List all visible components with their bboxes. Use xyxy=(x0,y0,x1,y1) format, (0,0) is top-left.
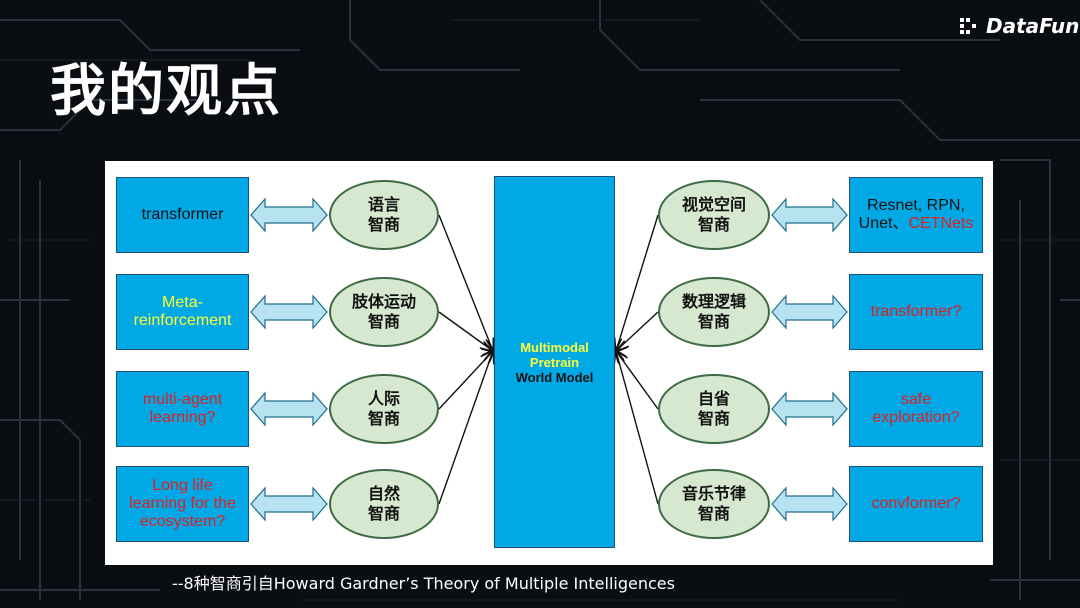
connector-arrow xyxy=(616,351,659,410)
double-arrow xyxy=(250,197,328,233)
page-title: 我的观点 xyxy=(50,59,282,124)
right-method-box: Resnet, RPN,Unet、CETNets xyxy=(849,177,983,253)
connector-arrow xyxy=(438,351,493,505)
connector-arrow xyxy=(616,311,659,351)
left-method-line: Meta- xyxy=(162,294,203,312)
left-method-box: transformer xyxy=(116,177,249,253)
left-method-text: learning for the xyxy=(129,495,236,512)
double-arrow xyxy=(771,486,848,522)
right-method-text: safe xyxy=(900,391,932,408)
right-method-text: transformer? xyxy=(870,303,962,320)
center-label-line: World Model xyxy=(516,370,594,385)
right-method-line: exploration? xyxy=(872,409,959,427)
left-method-text: learning? xyxy=(149,409,216,426)
double-arrow xyxy=(250,391,328,427)
center-label-line: Multimodal xyxy=(520,340,589,355)
connector-arrow xyxy=(438,351,493,410)
diagram-panel: transformer 语言 智商 Meta-reinforcement 肢体运动 智… xyxy=(105,161,993,565)
left-intelligence-oval: 语言 智商 xyxy=(329,180,439,250)
center-label-text: Multimodal xyxy=(520,339,589,355)
right-method-box: transformer? xyxy=(849,274,983,350)
left-method-text: reinforcement xyxy=(133,312,232,329)
connector-arrow xyxy=(438,311,493,351)
right-method-text: exploration? xyxy=(872,409,960,426)
connector-arrow xyxy=(616,351,659,505)
connector-arrow xyxy=(438,214,493,351)
right-method-text: Resnet, RPN, xyxy=(867,197,965,214)
right-intelligence-oval: 视觉空间 智商 xyxy=(658,180,770,250)
left-method-line: ecosystem? xyxy=(140,513,225,531)
center-label-text: World Model xyxy=(515,369,594,385)
right-method-text: Unet、 xyxy=(858,215,909,232)
right-method-line: Unet、CETNets xyxy=(859,215,974,233)
double-arrow xyxy=(250,486,328,522)
right-method-box: convformer? xyxy=(849,466,983,542)
footnote: --8种智商引自Howard Gardner’s Theory of Multi… xyxy=(172,574,675,593)
left-intelligence-oval: 自然 智商 xyxy=(329,469,439,539)
left-method-line: reinforcement xyxy=(134,312,232,330)
left-method-text: transformer xyxy=(141,206,224,223)
right-intelligence-oval: 自省 智商 xyxy=(658,374,770,444)
center-label-line: Pretrain xyxy=(530,355,579,370)
right-method-line: Resnet, RPN, xyxy=(867,197,965,215)
right-method-line: transformer? xyxy=(871,303,962,321)
diagram-connectors xyxy=(250,197,848,522)
left-method-text: multi-agent xyxy=(142,391,223,408)
right-method-line: convformer? xyxy=(872,495,961,513)
left-method-text: Meta- xyxy=(162,294,203,311)
right-method-text: convformer? xyxy=(871,495,961,512)
double-arrow xyxy=(771,391,848,427)
datafun-logo-mark-icon xyxy=(960,18,976,34)
left-intelligence-oval: 人际 智商 xyxy=(329,374,439,444)
left-method-box: Meta-reinforcement xyxy=(116,274,249,350)
left-method-line: transformer xyxy=(142,206,224,224)
right-intelligence-oval: 音乐节律 智商 xyxy=(658,469,770,539)
left-method-line: learning for the xyxy=(129,495,236,513)
left-method-line: multi-agent xyxy=(143,391,222,409)
center-label-text: Pretrain xyxy=(529,354,580,370)
left-intelligence-oval: 肢体运动 智商 xyxy=(329,277,439,347)
left-method-line: Long life xyxy=(152,477,213,495)
left-method-text: ecosystem? xyxy=(139,513,226,530)
right-intelligence-oval: 数理逻辑 智商 xyxy=(658,277,770,347)
right-method-line: safe xyxy=(901,391,931,409)
datafun-logo: DataFun. xyxy=(958,14,1080,38)
double-arrow xyxy=(771,294,848,330)
right-method-text: CETNets xyxy=(908,215,974,232)
left-method-text: Long life xyxy=(152,477,213,494)
left-method-line: learning? xyxy=(150,409,216,427)
double-arrow xyxy=(250,294,328,330)
double-arrow xyxy=(771,197,848,233)
connector-arrow xyxy=(616,214,659,351)
datafun-logo-text: DataFun. xyxy=(986,14,1080,38)
